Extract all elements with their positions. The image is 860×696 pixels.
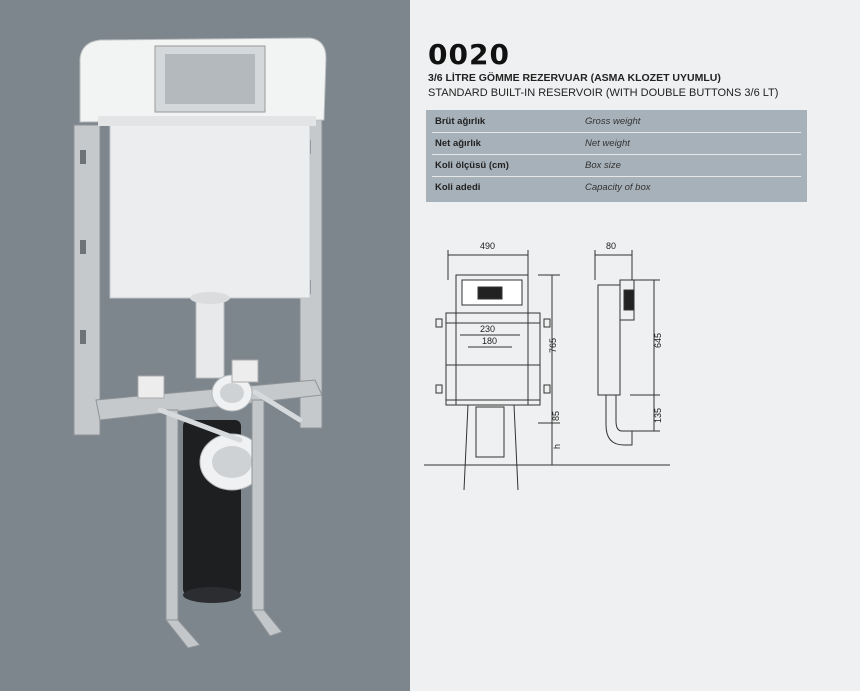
- technical-drawing: 490 80 230 180 765 85 h 645 135: [424, 241, 670, 491]
- dim-height-total: 765: [548, 338, 558, 353]
- specification-panel: 0020 3/6 LİTRE GÖMME REZERVUAR (ASMA KLO…: [410, 0, 860, 691]
- dim-inner-width-2: 180: [482, 336, 497, 346]
- dim-front-width: 490: [480, 241, 495, 251]
- dim-side-height: 645: [653, 333, 663, 348]
- product-title-en: STANDARD BUILT-IN RESERVOIR (WITH DOUBLE…: [428, 87, 779, 99]
- spec-label: Net ağırlık: [435, 138, 481, 149]
- product-title-tr: 3/6 LİTRE GÖMME REZERVUAR (ASMA KLOZET U…: [428, 72, 721, 84]
- dim-side-bottom: 135: [653, 408, 663, 423]
- reservoir-product-image: [73, 37, 327, 649]
- dim-height-bottom: 85: [551, 411, 561, 421]
- support-legs: [164, 399, 283, 649]
- spec-label: Brüt ağırlık: [435, 116, 486, 127]
- steel-frame: [73, 117, 323, 436]
- dim-inner-width-1: 230: [480, 324, 495, 334]
- spec-row: Koli ölçüsü (cm) Box size: [432, 155, 801, 177]
- spec-table: Brüt ağırlık Gross weight Net ağırlık Ne…: [426, 110, 807, 202]
- spec-label: Koli adedi: [435, 182, 481, 193]
- spec-value: Net weight: [585, 138, 630, 149]
- spec-value: Capacity of box: [585, 182, 651, 193]
- product-code: 0020: [428, 38, 510, 71]
- spec-value: Box size: [585, 160, 621, 171]
- spec-label: Koli ölçüsü (cm): [435, 160, 509, 171]
- spec-row: Brüt ağırlık Gross weight: [432, 111, 801, 133]
- spec-value: Gross weight: [585, 116, 641, 127]
- spec-row: Net ağırlık Net weight: [432, 133, 801, 155]
- spec-row: Koli adedi Capacity of box: [432, 177, 801, 198]
- dim-height-variable: h: [552, 444, 562, 449]
- product-photo-panel: [0, 0, 410, 691]
- dim-side-width: 80: [606, 241, 616, 251]
